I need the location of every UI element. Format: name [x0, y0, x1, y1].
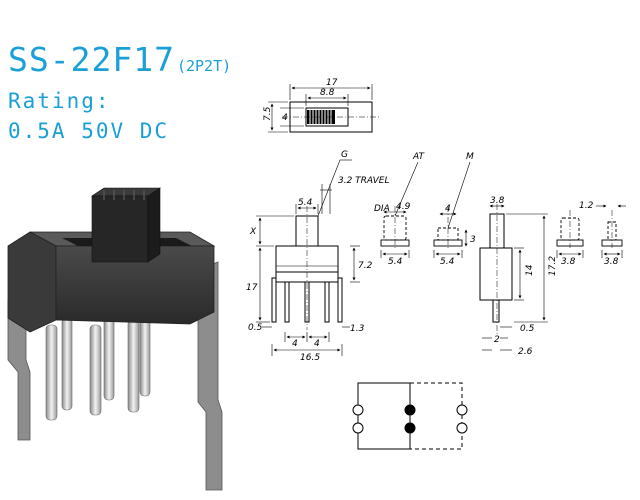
dim-side-pin: 0.5	[520, 324, 535, 334]
dim-pin-offset: 1.3	[350, 324, 365, 334]
dim-x-mark: X	[249, 227, 257, 237]
dim-actuator-width: 5.4	[298, 198, 313, 208]
dim-m-base: 5.4	[440, 257, 455, 267]
dim-at-base: 5.4	[388, 257, 403, 267]
switch-photo	[7, 187, 223, 491]
side-view	[479, 204, 548, 351]
dim-pin-span: 16.5	[300, 353, 320, 363]
dim-top-width: 17	[326, 78, 338, 88]
dim-m-height: 3	[470, 235, 476, 245]
dim-at-dia: 4.9	[396, 202, 411, 212]
label-g: G	[341, 150, 348, 160]
model-number: SS-22F17	[8, 40, 175, 79]
dim-side-offset: 2	[494, 335, 500, 345]
dim-right-base-b: 3.8	[604, 257, 619, 267]
contact-right-top	[456, 404, 468, 416]
label-at: AT	[412, 152, 426, 162]
switch-schematic	[352, 382, 468, 450]
dim-slot-height: 4	[282, 113, 288, 123]
dim-right-top: 1.2	[579, 201, 594, 211]
dim-pin-width: 0.5	[248, 323, 263, 333]
model-title: SS-22F17(2P2T)	[8, 40, 231, 86]
contact-common-top	[404, 404, 416, 416]
contact-right-bottom	[456, 422, 468, 434]
m-actuator-view	[433, 161, 471, 258]
right-actuator-views	[556, 204, 626, 258]
rating-value: 0.5A 50V DC	[8, 119, 170, 143]
rating-label: Rating:	[8, 89, 111, 113]
dim-pin-pitch-a: 4	[292, 339, 298, 349]
label-m: M	[466, 152, 474, 162]
top-view	[268, 84, 380, 133]
dim-right-base-a: 3.8	[561, 257, 576, 267]
pole-config: (2P2T)	[176, 57, 232, 75]
label-travel: 3.2 TRAVEL	[338, 176, 390, 186]
front-view	[256, 159, 360, 356]
contact-left-bottom	[352, 422, 364, 434]
contact-common-bottom	[404, 422, 416, 434]
dim-slot-width: 8.8	[320, 88, 335, 98]
dim-side-length: 2.6	[518, 347, 533, 357]
dim-body-height: 17	[246, 283, 258, 293]
dim-side-top: 3.8	[490, 196, 505, 206]
contact-left-top	[352, 404, 364, 416]
dim-top-height: 7.5	[263, 106, 273, 121]
dim-pin-pitch-b: 4	[314, 339, 320, 349]
dim-body-h2: 7.2	[358, 261, 373, 271]
dim-side-h1: 14	[525, 264, 535, 276]
dim-m-top: 4	[445, 204, 451, 214]
dim-side-h2: 17.2	[548, 256, 558, 276]
label-dia: DIA	[374, 204, 390, 214]
at-actuator-view	[380, 161, 419, 258]
